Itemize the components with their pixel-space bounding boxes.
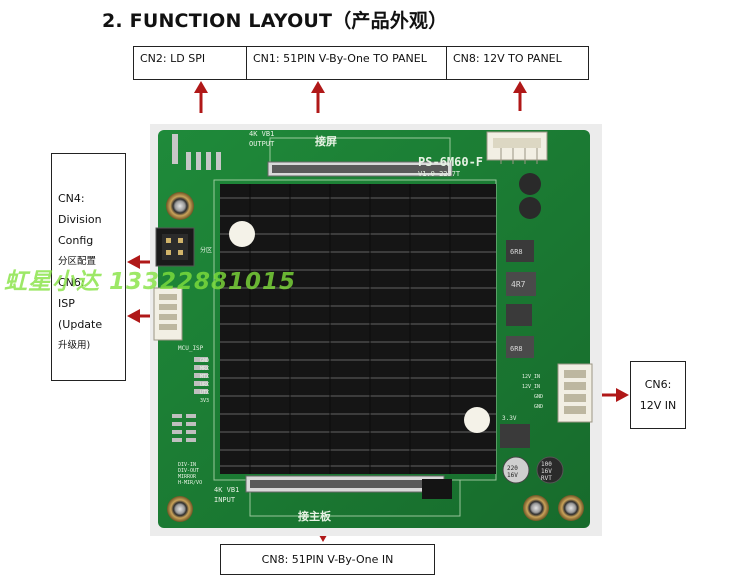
silk-bottom-line1: 4K VB1 [214, 486, 239, 494]
cap-2-line2: 16V [541, 468, 552, 475]
cap-1-line1: 220 [507, 465, 518, 472]
silk-isp-3: URX [200, 382, 209, 388]
cn2-label-box: CN2: LD SPI [133, 46, 247, 80]
bottom-label-box: CN8: 51PIN V-By-One IN [220, 544, 435, 575]
cn6-right-line-1: CN6: [644, 378, 672, 391]
cap-2-line3: RVT [541, 475, 552, 482]
screw-icon [167, 496, 193, 522]
silk-isp-1: MRX [200, 366, 209, 372]
cn1-label: CN1: 51PIN V-By-One TO PANEL [253, 52, 427, 65]
cn6-line-3: (Update [58, 318, 103, 331]
silk-pwr-0: 12V_IN [522, 374, 540, 380]
silk-top-cn: 接屏 [315, 134, 337, 148]
silk-3v3: 3.3V [502, 415, 517, 422]
cn8-bottom-label: CN8: 51PIN V-By-One IN [261, 553, 394, 566]
cn1-label-box: CN1: 51PIN V-By-One TO PANEL [246, 46, 447, 80]
cn8-top-label: CN8: 12V TO PANEL [453, 52, 562, 65]
cn8-top-connector [486, 131, 548, 164]
left-label-box: CN4: Division Config 分区配置 CN6: ISP (Upda… [51, 153, 126, 381]
silk-bottom-line2: INPUT [214, 496, 236, 504]
heatsink [220, 184, 496, 474]
silk-isp-4: UTX [200, 390, 209, 396]
arrow-up-icon [311, 81, 325, 113]
page-title: 2. FUNCTION LAYOUT（产品外观） [102, 6, 447, 33]
cn4-line-3: Config [58, 234, 94, 247]
silk-top-line1: 4K VB1 [249, 130, 274, 138]
title-cn-text: （产品外观） [332, 10, 448, 32]
silk-pwr-2: GND [534, 394, 543, 400]
silk-div-2: MIRROR [178, 474, 197, 480]
silk-isp-2: MTX [200, 374, 209, 380]
cn4-connector [155, 227, 195, 267]
cn6-isp-connector [153, 287, 183, 341]
cn6-line-1: CN6: [58, 276, 85, 289]
cap-2-line1: 100 [541, 461, 552, 468]
inductor-1-label: 6R8 [510, 248, 523, 256]
silk-fen-qu: 分区 [200, 246, 212, 254]
ic-chip [422, 479, 452, 499]
arrow-up-icon [194, 81, 208, 113]
cn4-cn-line: 分区配置 [58, 256, 97, 267]
cn8-bottom-connector [245, 475, 445, 493]
inductor-2-label: 4R7 [511, 280, 526, 289]
silk-top-line2: OUTPUT [249, 140, 275, 148]
cn4-line-2: Division [58, 213, 102, 226]
silk-version: V1.0 2237T [418, 170, 461, 178]
silk-pwr-1: 12V_IN [522, 384, 540, 390]
silk-div-1: DIV-OUT [178, 468, 199, 474]
screw-icon [166, 192, 194, 220]
cn8-top-label-box: CN8: 12V TO PANEL [446, 46, 589, 80]
silk-mcu-isp: MCU_ISP [178, 345, 204, 352]
cn2-label: CN2: LD SPI [140, 52, 206, 65]
cn6-cn-line: 升级用) [58, 340, 91, 351]
power-section [500, 173, 564, 484]
cap-1-line2: 16V [507, 472, 518, 479]
cn1-connector [267, 161, 453, 177]
arrow-up-icon [513, 81, 527, 111]
cn6-12v-connector [557, 363, 593, 423]
silk-pwr-3: GND [534, 404, 543, 410]
right-label-box: CN6: 12V IN [630, 361, 686, 429]
watermark-text: 虹星小达 13322881015 [4, 269, 297, 295]
screw-icon [523, 495, 549, 521]
title-text: 2. FUNCTION LAYOUT [102, 10, 333, 32]
cn6-right-line-2: 12V IN [639, 399, 677, 412]
silk-model: PS-6M60-F [418, 155, 483, 169]
silk-bottom-cn: 接主板 [298, 509, 332, 523]
screw-icon [558, 495, 584, 521]
silk-div-3: H-MIR/VO [178, 480, 202, 486]
silk-isp-0: GND [200, 358, 209, 364]
cn6-line-2: ISP [58, 297, 75, 310]
silk-isp-5: 3V3 [200, 398, 209, 404]
pcb-board: 4K VB1 OUTPUT 接屏 PS-6M60-F V1.0 2237T 4K… [150, 124, 602, 536]
silk-div-0: DIV-IN [178, 462, 196, 468]
cn4-line-1: CN4: [58, 192, 85, 205]
inductor-3-label: 6R8 [510, 345, 523, 353]
